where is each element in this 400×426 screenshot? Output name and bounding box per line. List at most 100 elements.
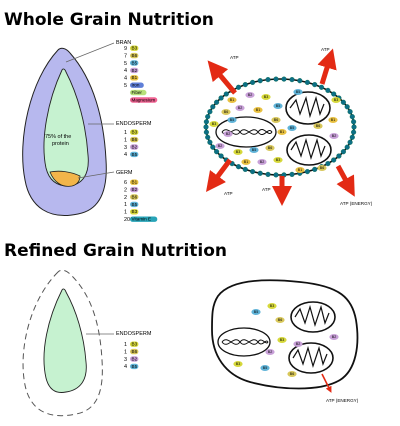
whole-grain-kernel: 75% of the protein BRAN ENDOSPERM GERM 9… xyxy=(22,40,158,223)
cell-tag-b1: B1 xyxy=(241,159,251,165)
refined-mitochondrion-upper xyxy=(290,301,336,333)
membrane-molecule xyxy=(351,129,357,135)
cell-tag-b3: B3 xyxy=(331,97,341,103)
whole-grain-title: Whole Grain Nutrition xyxy=(4,10,214,30)
nutrient-pill xyxy=(130,52,139,59)
svg-text:B6: B6 xyxy=(278,318,282,322)
nutrient-name: B5 xyxy=(132,60,138,65)
cell-tag-b2: B2 xyxy=(329,133,339,139)
membrane-molecule xyxy=(214,99,220,105)
nutrient-pill xyxy=(130,97,158,103)
svg-text:B1: B1 xyxy=(280,130,284,134)
svg-text:B6: B6 xyxy=(290,372,294,376)
nutrient-name: B3 xyxy=(132,130,138,135)
refined-grain-title: Refined Grain Nutrition xyxy=(4,241,228,261)
membrane-molecule xyxy=(257,78,263,84)
nutrient-name: B1 xyxy=(132,75,138,80)
svg-text:B2: B2 xyxy=(296,342,300,346)
refined-nucleus xyxy=(217,327,271,357)
membrane-molecule xyxy=(281,76,287,82)
nutrient-row-b1: 4 B1 xyxy=(124,75,139,82)
cell-tag-b5: B5 xyxy=(260,365,270,371)
svg-text:B3: B3 xyxy=(276,158,280,162)
nutrient-name: B6 xyxy=(132,349,138,354)
cell-tag-b3: B3 xyxy=(261,94,271,100)
svg-text:B5: B5 xyxy=(296,90,300,94)
nucleus xyxy=(215,116,277,148)
membrane-molecule xyxy=(289,77,295,83)
membrane-molecule xyxy=(344,144,350,150)
nutrient-name: B3 xyxy=(132,209,138,214)
svg-text:B1: B1 xyxy=(331,118,335,122)
nutrient-name: B2 xyxy=(132,144,138,149)
membrane-molecule xyxy=(242,82,248,88)
nutrient-pill xyxy=(130,67,139,74)
nutrient-count: 20 xyxy=(124,217,130,223)
nutrient-count: 1 xyxy=(124,349,127,355)
cell-tag-b6: B6 xyxy=(265,145,275,151)
membrane-molecule xyxy=(218,95,224,101)
membrane-molecule xyxy=(214,149,220,155)
atp-arrows xyxy=(206,48,355,206)
cell-tag-b2: B2 xyxy=(329,334,339,340)
svg-text:B5: B5 xyxy=(290,126,294,130)
nutrient-count: 7 xyxy=(124,53,127,59)
nutrient-row-fiber: Fiber xyxy=(130,89,147,96)
membrane-molecule xyxy=(235,84,242,90)
nutrient-name: B2 xyxy=(132,68,138,73)
membrane-molecule xyxy=(297,78,303,84)
nutrient-name: B2 xyxy=(132,356,138,361)
cell-tag-b5: B5 xyxy=(251,309,261,315)
svg-text:B2: B2 xyxy=(218,144,222,148)
membrane-molecule xyxy=(203,124,209,130)
cell-tag-b5: B5 xyxy=(227,117,237,123)
cell-tag-b1: B1 xyxy=(253,107,263,113)
cell-tag-b6: B6 xyxy=(287,371,297,377)
endosperm-label: ENDOSPERM xyxy=(116,121,152,127)
nutrient-pill xyxy=(130,194,139,200)
nutrient-count: 4 xyxy=(124,76,127,82)
mitochondrion-upper xyxy=(285,91,331,125)
nutrient-count: 2 xyxy=(124,195,127,201)
refined-mitochondrion-lower xyxy=(288,342,334,374)
cell-tag-b2: B2 xyxy=(293,341,303,347)
svg-text:B3: B3 xyxy=(236,362,240,366)
membrane-molecule xyxy=(318,84,325,90)
membrane-molecule xyxy=(347,139,353,145)
nutrient-pill xyxy=(130,341,139,347)
nutrient-name: B5 xyxy=(132,152,138,157)
svg-text:B5: B5 xyxy=(252,148,256,152)
svg-text:B2: B2 xyxy=(260,160,264,164)
cell-tag-b2: B2 xyxy=(265,349,275,355)
membrane-molecule xyxy=(351,124,357,130)
membrane-molecule xyxy=(304,169,310,175)
membrane-molecule xyxy=(344,104,350,110)
membrane-molecule xyxy=(250,79,256,85)
nutrient-pill xyxy=(130,136,139,143)
cell-tag-b1: B1 xyxy=(295,167,305,173)
nutrient-pill xyxy=(130,45,139,51)
membrane-molecule xyxy=(273,76,279,82)
membrane-molecule xyxy=(304,79,310,85)
cell-tag-b3: B3 xyxy=(233,149,243,155)
cell-tag-b5: B5 xyxy=(287,125,297,131)
svg-text:B2: B2 xyxy=(226,132,230,136)
svg-text:B1: B1 xyxy=(256,108,260,112)
membrane-molecule xyxy=(349,134,355,140)
svg-text:B5: B5 xyxy=(230,118,234,122)
membrane-molecule xyxy=(347,109,353,115)
refined-endosperm-region xyxy=(43,288,87,393)
